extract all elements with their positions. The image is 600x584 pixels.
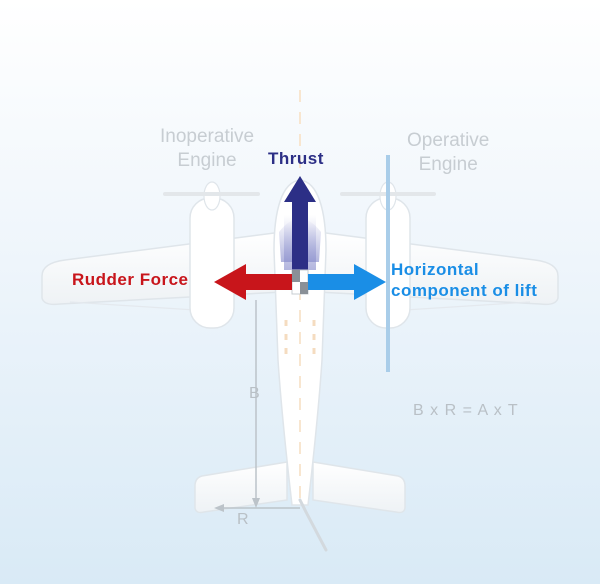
operative-engine-label: Operative Engine (407, 129, 489, 177)
r-label: R (237, 511, 249, 528)
thrust-arrow (292, 200, 308, 270)
right-stabilizer (312, 461, 406, 514)
left-engine-nacelle (189, 197, 235, 329)
lift-arrow (308, 274, 356, 290)
rudder-force-label: Rudder Force (72, 270, 189, 289)
inoperative-label-line1: Inoperative (160, 126, 255, 147)
inoperative-engine-label: Inoperative Engine (160, 125, 254, 173)
operative-label-line1: Operative (407, 130, 490, 151)
b-label: B (249, 385, 260, 402)
operative-label-line2: Engine (418, 154, 478, 175)
left-stabilizer (194, 461, 288, 514)
lift-arrow-head (354, 264, 386, 300)
horizontal-lift-line2: component of lift (391, 281, 538, 300)
rudder-force-arrow (244, 274, 292, 290)
inoperative-label-line2: Engine (177, 150, 237, 171)
thrust-arrow-head (284, 176, 316, 202)
horizontal-lift-label: Horizontal component of lift (391, 259, 537, 301)
moment-equation: B x R = A x T (413, 402, 519, 419)
thrust-label: Thrust (268, 149, 324, 168)
rudder-force-arrow-head (214, 264, 246, 300)
horizontal-lift-line1: Horizontal (391, 260, 480, 279)
rudder (298, 498, 328, 552)
